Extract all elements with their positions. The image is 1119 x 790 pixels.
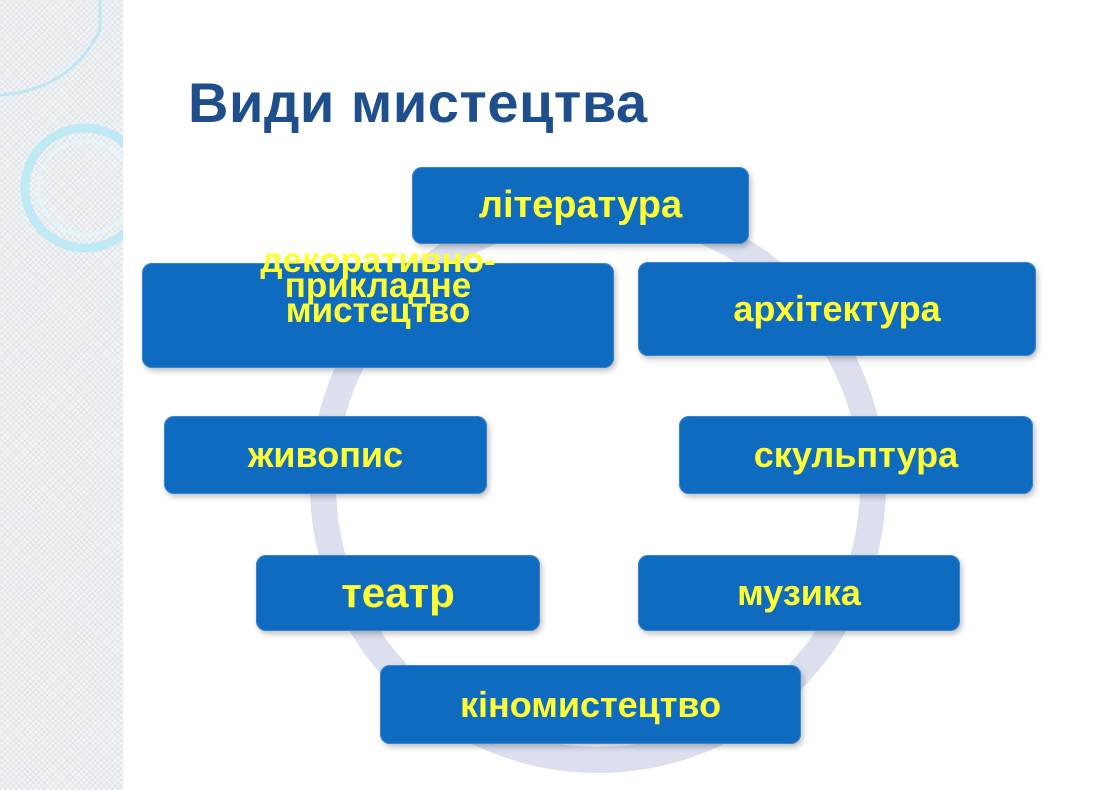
node-label-line: мистецтво <box>285 291 471 330</box>
page-title: Види мистецтва <box>188 71 648 134</box>
decorative-arcs <box>0 0 123 253</box>
node-literature: література <box>412 167 749 244</box>
node-label: література <box>478 184 683 226</box>
node-label: кіномистецтво <box>459 683 722 725</box>
node-cinema: кіномистецтво <box>380 665 801 744</box>
node-label: скульптура <box>753 434 959 475</box>
node-label-multiline: декоративно- прикладне мистецтво <box>260 243 495 330</box>
node-sculpture: скульптура <box>679 416 1033 494</box>
node-music: музика <box>638 555 960 631</box>
node-painting: живопис <box>164 416 487 494</box>
node-label: музика <box>737 572 861 613</box>
node-label: архітектура <box>733 288 941 329</box>
node-decorative-applied-art: декоративно- прикладне мистецтво <box>142 243 614 368</box>
node-label-line: декоративно- <box>260 241 496 280</box>
node-architecture: архітектура <box>638 262 1036 356</box>
node-label: живопис <box>247 434 404 475</box>
node-theatre: театр <box>256 555 540 631</box>
node-label: театр <box>341 569 455 616</box>
node-label-line: прикладне <box>284 266 472 305</box>
